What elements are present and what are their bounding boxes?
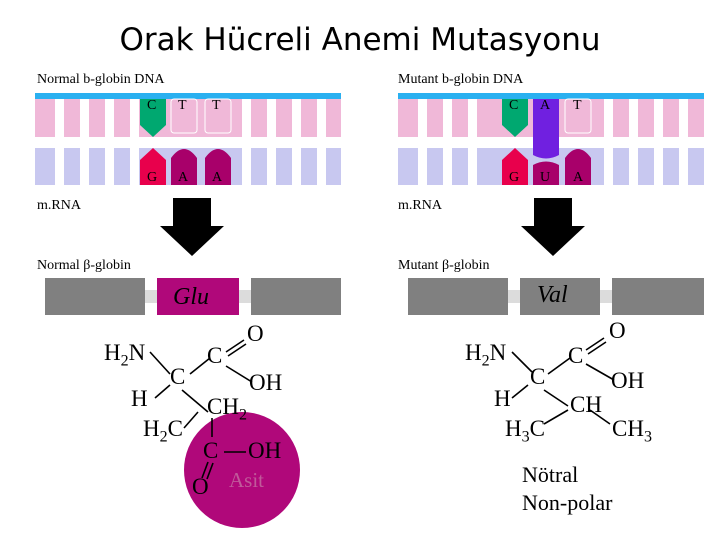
normal-bottom-base-1: G (147, 170, 158, 185)
mutant-top-base-2: A (540, 98, 551, 113)
normal-dna-header: Normal b-globin DNA (37, 72, 165, 87)
glu-c-carboxyl: C (207, 343, 223, 368)
mutant-base-u (533, 161, 559, 185)
mutant-mrna-label: m.RNA (398, 198, 442, 213)
normal-amino-acid: Glu (173, 284, 209, 310)
val-h3c: H3C (505, 416, 545, 446)
normal-top-base-3: T (212, 98, 221, 113)
glu-c-side: C (203, 438, 219, 463)
val-note-nonpolar: Non-polar (522, 490, 613, 515)
normal-top-backbone (35, 93, 341, 99)
normal-protein-label: Normal β-globin (37, 258, 131, 273)
acid-label: Asit (229, 468, 265, 492)
mutant-bottom-base-1: G (509, 170, 520, 185)
mutant-protein-label: Mutant β-globin (398, 258, 490, 273)
mutant-protein-bar (408, 278, 704, 315)
val-h: H (494, 386, 511, 411)
glu-ch2: CH2 (207, 394, 247, 424)
mutant-top-base-3: T (573, 98, 582, 113)
normal-top-base-2: T (178, 98, 187, 113)
val-ch3: CH3 (612, 416, 652, 446)
val-note-neutral: Nötral (522, 462, 579, 487)
normal-base-a1 (171, 149, 197, 185)
normal-down-arrow (160, 198, 224, 256)
glu-c-alpha: C (170, 364, 186, 389)
mutant-base-a (565, 149, 591, 185)
mutant-top-backbone (398, 93, 704, 99)
glu-oh-side: OH (248, 438, 282, 463)
glu-o: O (247, 321, 264, 346)
glu-oh: OH (249, 370, 283, 395)
mutant-dna-header: Mutant b-globin DNA (398, 72, 524, 87)
normal-dna-strand (35, 93, 341, 185)
val-c-carboxyl: C (568, 343, 584, 368)
normal-top-base-1: C (147, 98, 157, 113)
normal-base-a2 (205, 149, 231, 185)
glu-h: H (131, 386, 148, 411)
normal-base-t2 (204, 98, 232, 134)
mutant-bottom-base-2: U (540, 170, 551, 185)
normal-bottom-base-2: A (178, 170, 189, 185)
glu-o-side: O (192, 474, 209, 499)
normal-protein-bar (45, 278, 341, 315)
mutant-bottom-base-3: A (573, 170, 584, 185)
mutant-base-t (564, 98, 592, 134)
normal-base-t1 (170, 98, 198, 134)
mutant-down-arrow (521, 198, 585, 256)
normal-base-c (140, 99, 166, 137)
normal-mrna-label: m.RNA (37, 198, 81, 213)
val-c-alpha: C (530, 364, 546, 389)
mutant-amino-acid: Val (537, 282, 568, 308)
acid-side-chain-blob (184, 412, 300, 528)
page-title: Orak Hücreli Anemi Mutasyonu (119, 22, 601, 58)
mutant-dna-strand (398, 93, 704, 185)
val-h2n: H2N (465, 340, 507, 370)
normal-bottom-base-3: A (212, 170, 223, 185)
mutant-top-base-1: C (509, 98, 519, 113)
mutant-base-g (502, 148, 528, 185)
mutant-base-c (502, 99, 528, 137)
val-bonds (511, 337, 615, 425)
mutant-base-a-violet (533, 99, 559, 159)
normal-base-g (140, 148, 166, 185)
glu-h2n: H2N (104, 340, 146, 370)
val-oh: OH (611, 368, 645, 393)
glu-bonds (149, 339, 253, 480)
val-o: O (609, 318, 626, 343)
val-ch: CH (570, 392, 602, 417)
glu-h2c: H2C (143, 416, 183, 446)
